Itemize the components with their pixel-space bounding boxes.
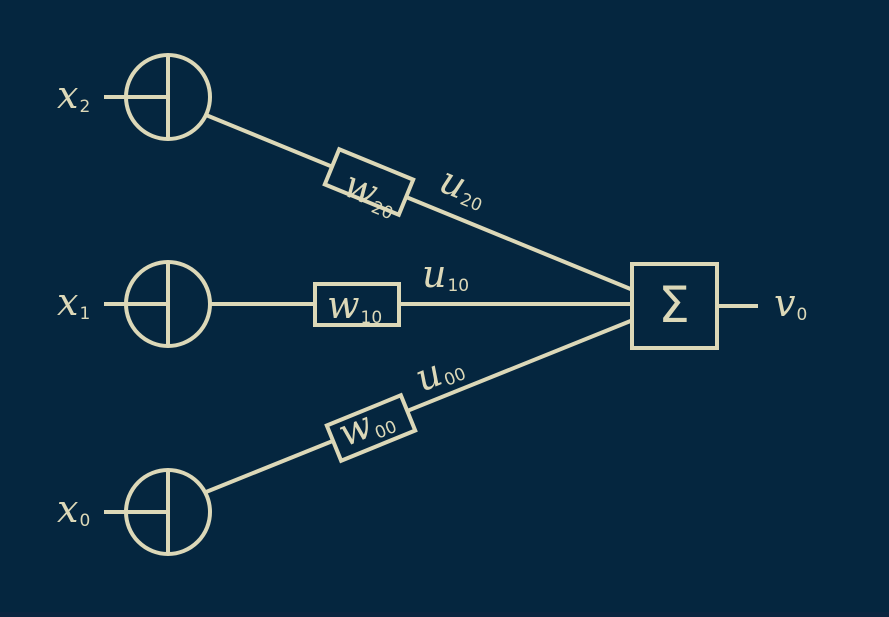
connection-line-2	[205, 113, 634, 292]
signal-label-10: u10	[422, 252, 469, 296]
connection-line-0	[205, 318, 634, 494]
signal-label-20: u20	[434, 158, 494, 217]
weight-box-10	[313, 282, 401, 327]
input-node-1-icon	[124, 260, 212, 348]
weight-box-00	[324, 392, 418, 464]
input-node-0-icon	[124, 468, 212, 556]
output-label: v0	[774, 281, 807, 325]
summation-box-icon	[630, 262, 719, 350]
summation-symbol: Σ	[658, 276, 690, 334]
input-label-0: x0	[57, 487, 90, 531]
weight-label-10: w10	[327, 283, 382, 328]
input-node-2-icon	[124, 53, 212, 141]
weight-box-20	[322, 146, 416, 218]
input-label-1: x1	[57, 280, 90, 324]
input-label-2: x2	[57, 73, 90, 117]
